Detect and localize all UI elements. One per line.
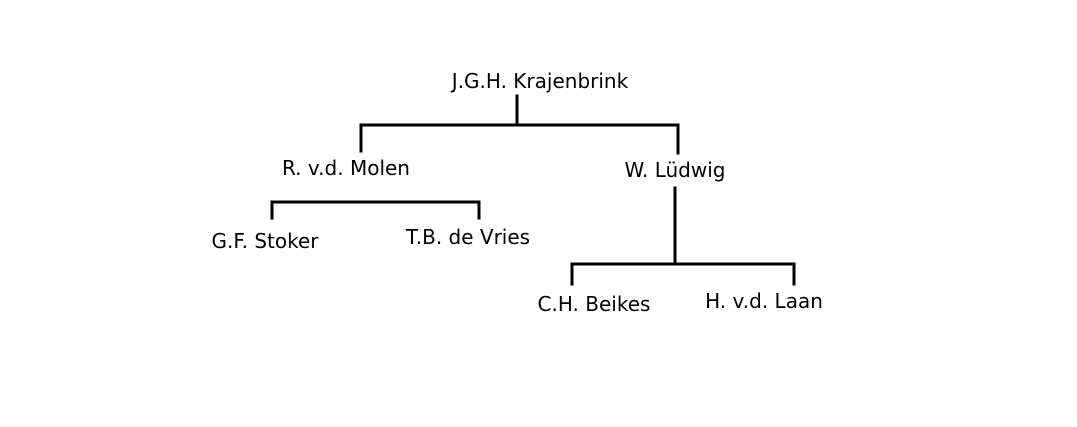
node-stoker: G.F. Stoker (211, 229, 319, 253)
node-beikes: C.H. Beikes (538, 292, 651, 316)
node-krajenbrink: J.G.H. Krajenbrink (450, 69, 629, 93)
node-laan: H. v.d. Laan (705, 289, 823, 313)
node-molen: R. v.d. Molen (282, 156, 410, 180)
node-devries: T.B. de Vries (405, 225, 530, 249)
node-ludwig: W. Lüdwig (625, 158, 726, 182)
